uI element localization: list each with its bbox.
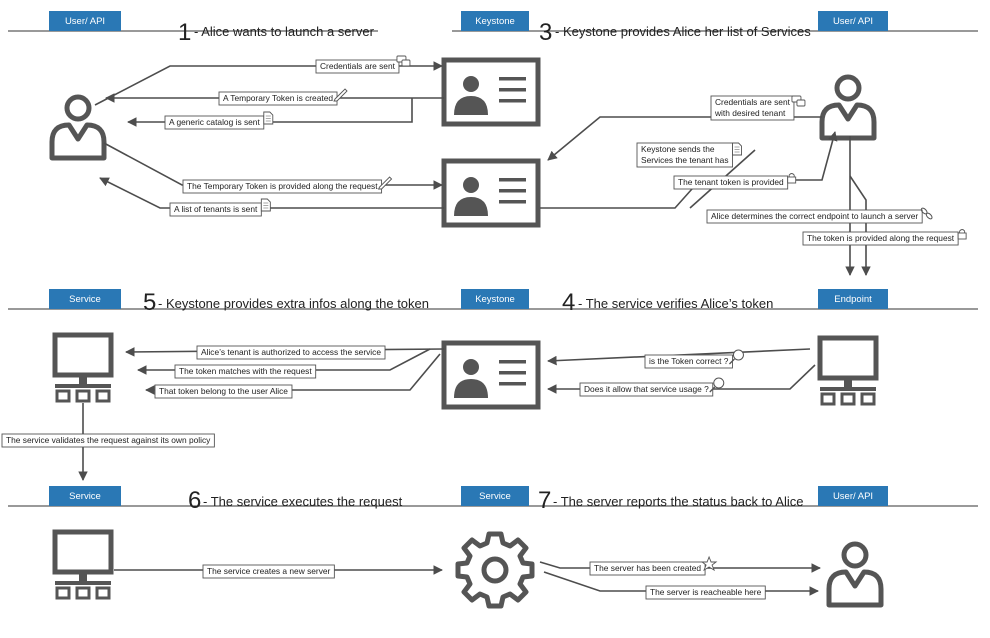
service-computer-icon — [55, 335, 111, 401]
user-alice-icon — [822, 77, 874, 138]
user-alice-icon — [52, 97, 104, 158]
label-credentials-sent-text: Credentials are sent — [320, 61, 396, 71]
label-services-tenant-line1: Keystone sends the — [641, 144, 715, 154]
label-service-usage-text: Does it allow that service usage ? — [584, 384, 709, 394]
step-5-number: 5 — [143, 289, 156, 316]
service-computer-icon — [55, 532, 111, 598]
tag-user-api — [49, 11, 121, 31]
section-header-3: Keystone 3 - Keystone provides Alice her… — [452, 11, 978, 46]
tag-keystone-label: Keystone — [475, 16, 515, 27]
tag-user-api — [818, 486, 888, 506]
arrow-server-created — [539, 561, 821, 573]
label-credentials-with-tenant: Credentials are sent with desired tenant — [710, 95, 806, 121]
lock-icon — [957, 229, 967, 240]
endpoint-computer-icon — [820, 338, 876, 404]
label-token-belongs: That token belong to the user Alice — [154, 384, 293, 399]
step-4-number: 4 — [562, 289, 575, 316]
label-server-created: The server has been created — [589, 556, 717, 576]
label-endpoint: Alice determines the correct endpoint to… — [706, 206, 934, 224]
server-gear-icon — [455, 531, 535, 609]
label-creates-server: The service creates a new server — [202, 564, 335, 579]
keystone-identity-card-icon — [444, 60, 538, 124]
tag-service-label: Service — [479, 491, 511, 502]
step-1-title: - Alice wants to launch a server — [194, 24, 375, 39]
label-list-of-tenants: A list of tenants is sent — [169, 198, 271, 217]
tag-user-api-label: User/ API — [65, 16, 105, 27]
label-token-correct: is the Token correct ? — [644, 349, 745, 369]
label-credentials-sent: Credentials are sent — [315, 55, 411, 74]
keystone-identity-card-icon — [444, 343, 538, 407]
tag-keystone-label: Keystone — [475, 294, 515, 305]
label-generic-catalog: A generic catalog is sent — [164, 111, 274, 130]
label-token-matches: The token matches with the request — [174, 364, 317, 379]
label-token-belongs-text: That token belong to the user Alice — [159, 386, 288, 396]
tag-keystone — [461, 11, 529, 31]
step-5-title: - Keystone provides extra infos along th… — [158, 296, 429, 311]
label-service-validates: The service validates the request agains… — [1, 433, 215, 448]
tag-user-api-label: User/ API — [833, 491, 873, 502]
tag-service — [461, 486, 529, 506]
step-7-number: 7 — [538, 487, 551, 514]
user-alice-icon — [829, 544, 881, 605]
label-list-of-tenants-text: A list of tenants is sent — [174, 204, 258, 214]
tag-service-label: Service — [69, 491, 101, 502]
label-tenant-token: The tenant token is provided — [673, 173, 797, 190]
tag-user-api-label: User/ API — [833, 16, 873, 27]
label-services-tenant: Keystone sends the Services the tenant h… — [636, 142, 742, 168]
label-token-request: The token is provided along the request — [802, 229, 967, 246]
step-1-number: 1 — [178, 19, 191, 46]
label-temporary-token-provided-text: The Temporary Token is provided along th… — [187, 181, 378, 191]
label-credentials-with-tenant-line1: Credentials are sent — [715, 97, 791, 107]
label-tenant-authorized-text: Alice’s tenant is authorized to access t… — [201, 347, 381, 357]
section-header-4-5: Service 5 - Keystone provides extra info… — [8, 289, 978, 316]
label-services-tenant-line2: Services the tenant has — [641, 155, 729, 165]
label-service-validates-text: The service validates the request agains… — [6, 435, 211, 445]
label-tenant-authorized: Alice’s tenant is authorized to access t… — [196, 345, 386, 360]
step-7-title: - The server reports the status back to … — [553, 494, 804, 509]
section-header-1: User/ API 1 - Alice wants to launch a se… — [8, 11, 378, 46]
doc-icon — [260, 198, 271, 212]
lock-icon — [787, 173, 797, 184]
label-token-correct-text: is the Token correct ? — [649, 356, 729, 366]
step-4-title: - The service verifies Alice’s token — [578, 296, 773, 311]
label-server-reachable-text: The server is reacheable here — [650, 587, 762, 597]
label-token-matches-text: The token matches with the request — [179, 366, 312, 376]
label-server-created-text: The server has been created — [594, 563, 701, 573]
section-header-6-7: Service 6 - The service executes the req… — [8, 486, 978, 514]
label-generic-catalog-text: A generic catalog is sent — [169, 117, 260, 127]
tag-service — [49, 289, 121, 309]
step-6-title: - The service executes the request — [203, 494, 403, 509]
step-3-title: - Keystone provides Alice her list of Se… — [555, 24, 811, 39]
label-creates-server-text: The service creates a new server — [207, 566, 331, 576]
label-server-reachable: The server is reacheable here — [645, 585, 766, 600]
tag-endpoint — [818, 289, 888, 309]
tag-user-api — [818, 11, 888, 31]
step-6-number: 6 — [188, 487, 201, 514]
step-3-number: 3 — [539, 19, 552, 46]
keystone-identity-card-icon — [444, 161, 538, 225]
label-service-usage: Does it allow that service usage ? — [579, 377, 725, 397]
label-tenant-token-text: The tenant token is provided — [678, 177, 784, 187]
arrow-down-token — [849, 175, 871, 276]
tag-service — [49, 486, 121, 506]
arrow-list-of-tenants — [99, 177, 444, 209]
label-temporary-token-provided: The Temporary Token is provided along th… — [182, 176, 393, 194]
doc-icon — [732, 142, 742, 156]
label-token-request-text: The token is provided along the request — [807, 233, 955, 243]
label-temporary-token: A Temporary Token is created — [218, 88, 348, 106]
label-temporary-token-text: A Temporary Token is created — [223, 93, 333, 103]
tag-service-label: Service — [69, 294, 101, 305]
tag-keystone — [461, 289, 529, 309]
tag-endpoint-label: Endpoint — [834, 294, 872, 305]
label-endpoint-text: Alice determines the correct endpoint to… — [711, 211, 918, 221]
label-credentials-with-tenant-line2: with desired tenant — [714, 108, 786, 118]
doc-icon — [263, 111, 274, 125]
